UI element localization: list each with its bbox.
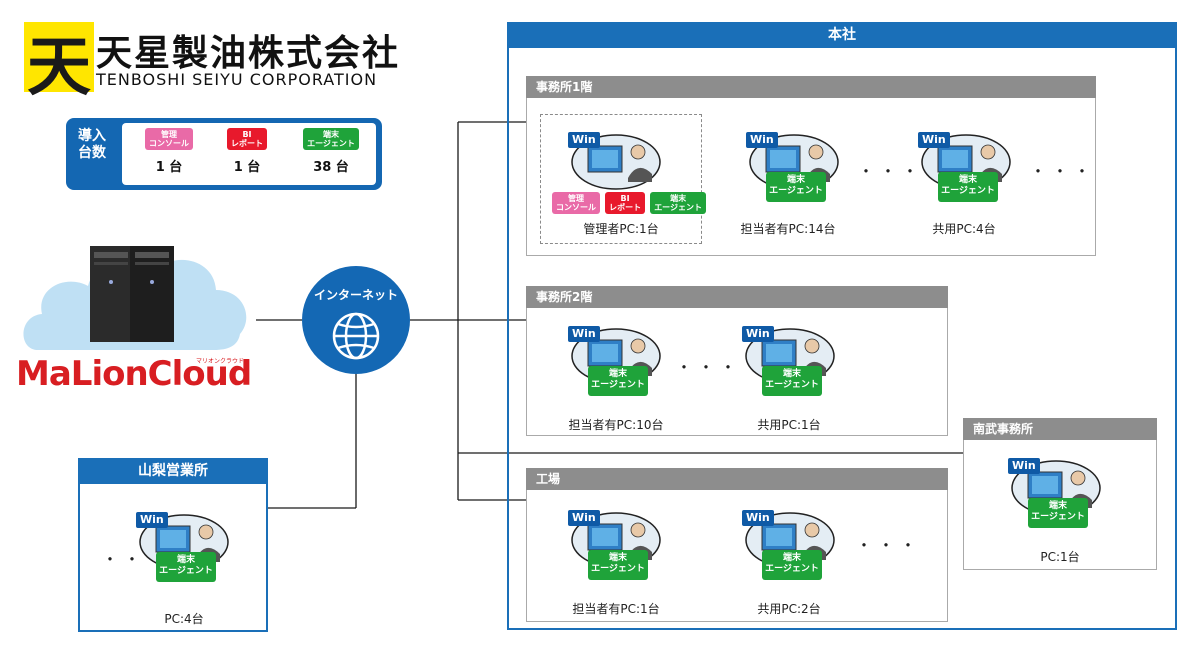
caption-nanbu-pc: PC:1台 (1040, 550, 1080, 564)
pc-nanbu: Win 端末 エージェント (1006, 458, 1102, 528)
agent-badge: 端末 エージェント (762, 366, 822, 396)
count-bi: BI レポート 1 台 (212, 128, 282, 175)
pc-admin: Win (566, 132, 662, 202)
logo-glyph: 天 (27, 30, 91, 105)
ellipsis-factory: ・・・ (856, 536, 923, 555)
agent-badge: 端末 エージェント (588, 550, 648, 580)
windows-badge: Win (742, 510, 774, 526)
admin-pc-group (540, 114, 702, 244)
malion-cloud-logo-part2: Cloud (147, 354, 253, 394)
admin-badge-console: 管理 コンソール (552, 192, 600, 214)
caption-office2-staff-pc: 担当者有PC:10台 (568, 418, 664, 432)
caption-office1-shared-pc: 共用PC:4台 (932, 222, 996, 236)
ellipsis-office2: ・・・ (676, 358, 743, 377)
pc-office2-shared: Win 端末 エージェント (740, 326, 836, 396)
admin-badge-agent: 端末 エージェント (650, 192, 707, 214)
count-mgmt-value: 1 台 (155, 160, 183, 175)
pc-factory-shared: Win 端末 エージェント (740, 510, 836, 580)
caption-office1-staff-pc: 担当者有PC:14台 (740, 222, 836, 236)
badge-bi-report: BI レポート (227, 128, 267, 150)
badge-management-console: 管理 コンソール (145, 128, 193, 150)
count-agent: 端末 エージェント 38 台 (296, 128, 366, 175)
pc-illustration (571, 134, 661, 190)
caption-admin-pc: 管理者PC:1台 (583, 222, 659, 236)
globe-icon (332, 312, 380, 360)
pc-office1-staff: Win 端末 エージェント (744, 132, 840, 202)
caption-factory-staff-pc: 担当者有PC:1台 (572, 602, 660, 616)
pc-office1-shared: Win 端末 エージェント (916, 132, 1012, 202)
agent-badge: 端末 エージェント (762, 550, 822, 580)
admin-badge-bi: BI レポート (605, 192, 646, 214)
count-mgmt: 管理 コンソール 1 台 (134, 128, 204, 175)
count-bi-value: 1 台 (233, 160, 261, 175)
section-factory-title: 工場 (526, 468, 948, 490)
malion-cloud-kana: マリオンクラウド (196, 358, 245, 365)
pc-yamanashi: Win 端末 エージェント (134, 512, 230, 582)
company-name: 天星製油株式会社 (96, 33, 401, 74)
windows-badge: Win (568, 326, 600, 342)
caption-office2-shared-pc: 共用PC:1台 (757, 418, 821, 432)
windows-badge: Win (918, 132, 950, 148)
caption-yamanashi-pc: PC:4台 (164, 612, 204, 626)
company-name-en: TENBOSHI SEIYU CORPORATION (96, 70, 378, 89)
deployment-label: 導入 台数 (78, 128, 106, 161)
malion-cloud-logo: MaLionCloud (16, 354, 253, 394)
section-office-1f-title: 事務所1階 (526, 76, 1096, 98)
hq-title: 本社 (507, 22, 1177, 48)
windows-badge: Win (1008, 458, 1040, 474)
ellipsis-office1-b: ・・・ (1030, 162, 1097, 181)
malion-cloud-logo-part1: MaLion (16, 354, 149, 394)
internet-label: インターネット (313, 288, 398, 302)
windows-badge: Win (568, 132, 600, 148)
agent-badge: 端末 エージェント (1028, 498, 1088, 528)
agent-badge: 端末 エージェント (938, 172, 998, 202)
windows-badge: Win (136, 512, 168, 528)
ellipsis-office1-a: ・・・ (858, 162, 925, 181)
section-office-2f-title: 事務所2階 (526, 286, 948, 308)
admin-badges: 管理 コンソール BI レポート 端末 エージェント (552, 192, 707, 214)
agent-badge: 端末 エージェント (588, 366, 648, 396)
pc-factory-staff: Win 端末 エージェント (566, 510, 662, 580)
badge-terminal-agent: 端末 エージェント (303, 128, 359, 150)
section-yamanashi-title: 山梨営業所 (78, 458, 268, 484)
agent-badge: 端末 エージェント (766, 172, 826, 202)
caption-factory-shared-pc: 共用PC:2台 (757, 602, 821, 616)
agent-badge: 端末 エージェント (156, 552, 216, 582)
pc-office2-staff: Win 端末 エージェント (566, 326, 662, 396)
section-nanbu-title: 南武事務所 (963, 418, 1157, 440)
internet-node (302, 266, 410, 374)
windows-badge: Win (742, 326, 774, 342)
windows-badge: Win (746, 132, 778, 148)
count-agent-value: 38 台 (313, 160, 349, 175)
cloud-servers-illustration (23, 246, 247, 350)
windows-badge: Win (568, 510, 600, 526)
company-logo-mark: 天 (24, 22, 94, 105)
